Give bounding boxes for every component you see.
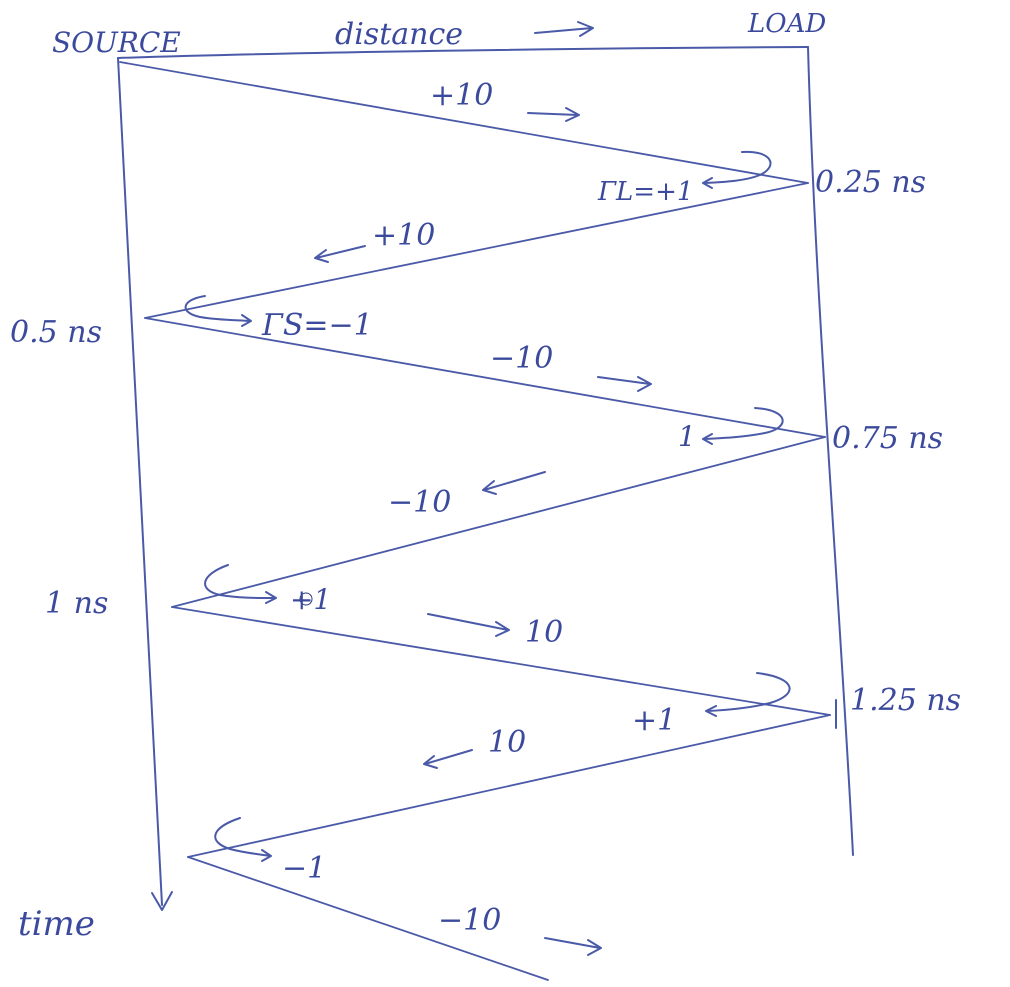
wave-label-5: 10 — [525, 615, 563, 650]
wave-path-4 — [171, 436, 826, 608]
wave-label-2: +10 — [372, 218, 435, 253]
arrow-right-icon — [527, 107, 580, 122]
reflection-hook-source-1 — [184, 295, 252, 327]
reflection-hooks — [184, 150, 791, 862]
arrow-right-icon — [597, 376, 652, 392]
arrow-right-icon — [544, 937, 602, 956]
top-line — [117, 46, 809, 59]
distance-arrow-icon — [534, 21, 594, 37]
source-label: SOURCE — [52, 26, 181, 59]
arrow-right-icon — [427, 613, 510, 637]
wave-path-7 — [187, 856, 549, 981]
arrow-left-icon — [482, 471, 546, 495]
time-label-load-3: 1.25 ns — [850, 683, 961, 718]
time-label-load-1: 0.25 ns — [815, 165, 926, 200]
arrow-left-icon — [314, 245, 366, 263]
reflection-hook-load-2 — [702, 407, 784, 445]
load-ticks — [299, 592, 837, 729]
ink-dot — [299, 592, 313, 606]
reflection-label-3: 1 — [678, 420, 696, 453]
wave-label-3: −10 — [490, 341, 553, 376]
frame — [117, 21, 854, 911]
wave-paths — [119, 61, 831, 981]
reflection-label-load: ΓL=+1 — [597, 177, 693, 207]
load-label: LOAD — [747, 9, 826, 39]
reflection-hook-load-1 — [702, 150, 772, 189]
wave-path-1 — [119, 61, 809, 184]
wave-label-7: −10 — [438, 903, 501, 938]
reflection-label-4: +1 — [290, 583, 331, 616]
source-line — [117, 57, 163, 906]
reflection-label-5: +1 — [632, 703, 676, 738]
time-label-load-2: 0.75 ns — [832, 421, 943, 456]
time-label-source-1: 0.5 ns — [10, 315, 102, 350]
wave-path-3 — [144, 317, 826, 438]
distance-label: distance — [335, 17, 463, 52]
load-line — [807, 46, 854, 856]
reflection-label-source: ΓS=−1 — [261, 308, 373, 343]
time-label-source-2: 1 ns — [45, 586, 108, 621]
wave-label-1: +10 — [430, 78, 493, 113]
reflection-label-6: −1 — [282, 851, 326, 886]
wave-label-4: −10 — [388, 485, 451, 520]
travel-arrows — [314, 107, 652, 956]
time-arrow-head — [151, 891, 173, 911]
time-axis-label: time — [18, 904, 95, 944]
reflection-hook-load-3 — [705, 672, 791, 717]
arrow-left-icon — [423, 749, 473, 769]
wave-path-6 — [187, 714, 831, 858]
reflection-hook-source-2 — [204, 564, 277, 604]
wave-label-6: 10 — [488, 725, 526, 760]
wave-path-5 — [171, 606, 831, 716]
reflection-hook-source-3 — [214, 817, 272, 862]
wave-path-2 — [144, 182, 809, 319]
